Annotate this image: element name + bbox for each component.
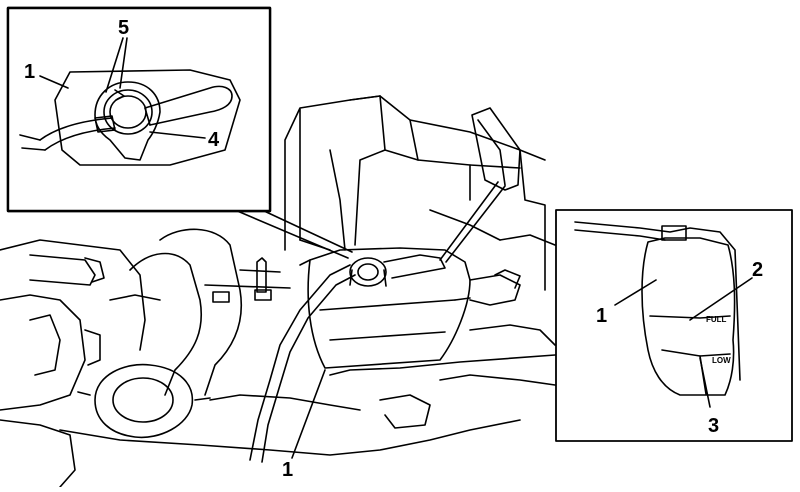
- right-level-inset: FULL LOW 1 2 3: [555, 209, 793, 442]
- engine-block-outline: [284, 95, 546, 291]
- main-callout-group: 1: [282, 369, 326, 481]
- inset-leaders: [39, 37, 206, 139]
- callout-3: 3: [708, 415, 719, 437]
- inset-hoses: [19, 85, 233, 151]
- callout-4: 4: [208, 129, 220, 151]
- overflow-hose-main: [249, 254, 446, 463]
- lever-rod: [439, 107, 521, 263]
- reservoir-cap-main: [349, 257, 387, 287]
- left-detail-inset: 5 1 4: [6, 6, 272, 213]
- left-engine-components: [0, 239, 161, 488]
- inset-leader: [234, 209, 353, 259]
- full-level-mark: FULL: [706, 315, 727, 324]
- right-engine-components: [469, 234, 556, 346]
- callout-1-inset: 1: [24, 61, 35, 83]
- low-level-mark: LOW: [712, 356, 731, 365]
- inset-reservoir-body: [54, 69, 241, 166]
- radiator-cap: [77, 363, 211, 439]
- upper-radiator-hose: [129, 228, 243, 396]
- main-callout-leader: [291, 369, 326, 459]
- engine-bay-drawing: [0, 95, 556, 488]
- callout-1-right: 1: [596, 305, 607, 327]
- right-inset-frame: [555, 209, 793, 442]
- right-inset-leaders: [614, 277, 753, 408]
- callout-1-main: 1: [282, 459, 293, 481]
- callout-5: 5: [118, 17, 129, 39]
- lower-structure: [59, 354, 556, 456]
- right-inset-hoses: [574, 221, 741, 381]
- mounting-bolts: [204, 257, 291, 303]
- callout-2: 2: [752, 259, 763, 281]
